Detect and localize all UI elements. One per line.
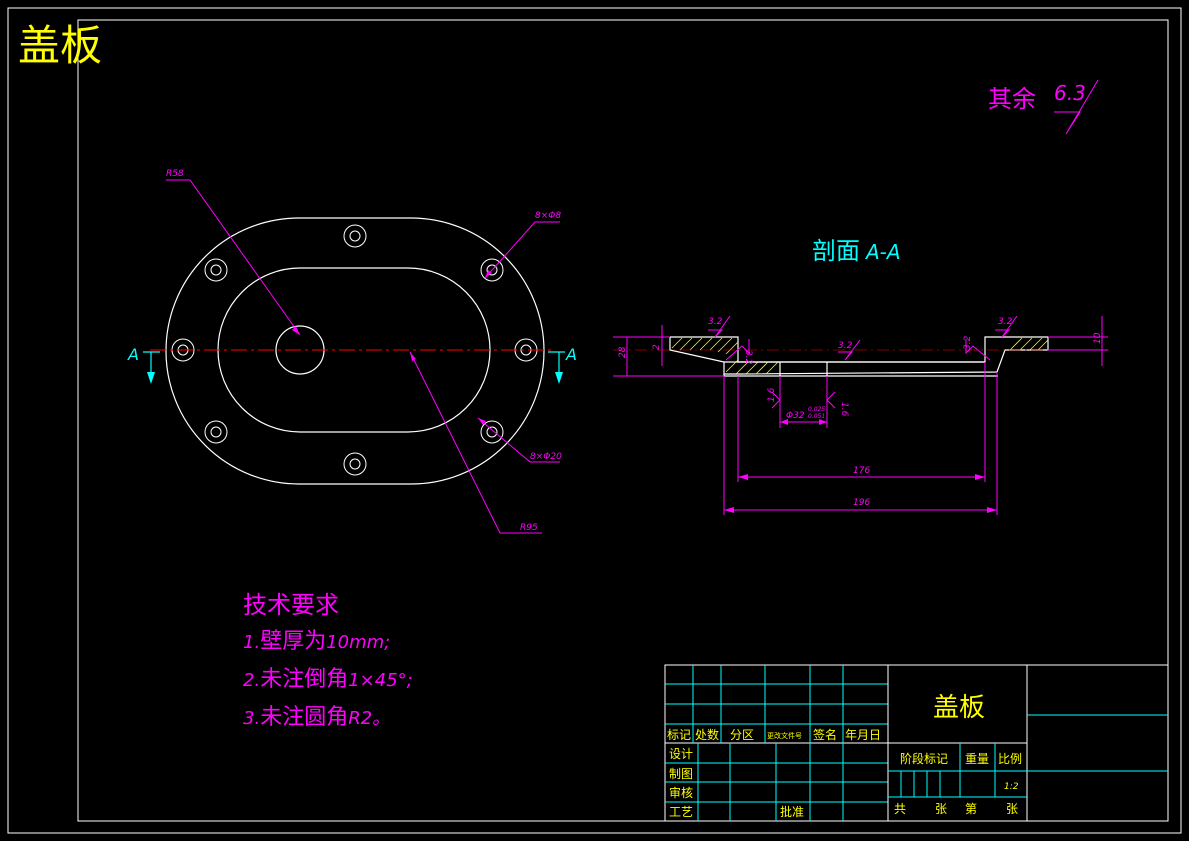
roughness-1: 3.2 (708, 317, 723, 327)
sheets-label: 张 (935, 802, 947, 816)
section-mark-left: A (127, 345, 139, 364)
row-review: 审核 (669, 785, 693, 800)
row-design: 设计 (669, 747, 693, 761)
row-approve: 批准 (780, 804, 804, 819)
title-block-grid (664, 664, 1169, 822)
hdr-col-2: 处数 (695, 727, 719, 742)
roughness-5: 3.2 (963, 335, 973, 350)
roughness-2: 3.2 (998, 317, 1013, 327)
title-block-right: 阶段标记 重量 比例 1:2 共 张 第 张 (894, 751, 1022, 816)
holes-small-label: 8×Φ8 (535, 211, 561, 221)
plan-view: R58 8×Φ8 8×Φ20 R95 A A (127, 169, 577, 534)
dim-196-lines (723, 372, 998, 515)
dim-196: 196 (853, 498, 870, 508)
tech-requirements: 技术要求 1.壁厚为10mm; 2.未注倒角1×45°; 3.未注圆角R2。 (243, 591, 413, 730)
surface-finish-prefix: 其余 (988, 85, 1036, 113)
roughness-4: 3.2 (743, 350, 753, 365)
scale-value: 1:2 (1004, 782, 1019, 792)
tech-req-heading: 技术要求 (243, 591, 339, 619)
hdr-col-1: 标记 (667, 728, 691, 742)
title-block: 盖板 标记 处数 分区 更改文件号 签名 年月日 设计 制图 审核 工艺 批准 … (664, 664, 1169, 822)
dim-bore-dia: Φ32 (786, 411, 805, 421)
section-title-cn: 剖面 (812, 237, 860, 265)
roughness-3: 3.2 (838, 341, 853, 351)
tech-req-item-3: 3.未注圆角R2。 (243, 705, 390, 730)
dim-bore-tol-lower: 0.051 (808, 413, 825, 420)
hdr-col-5: 签名 (813, 727, 837, 742)
section-title-ref: A-A (864, 240, 901, 264)
r95-leader (409, 351, 542, 534)
roughness-symbol (1054, 79, 1099, 135)
tech-req-item-2: 2.未注倒角1×45°; (243, 667, 413, 692)
weight-label: 重量 (965, 752, 989, 766)
surface-finish-value: 6.3 (1054, 81, 1086, 105)
sheet-no-label: 第 (965, 802, 977, 816)
roughness-bore-right: 1.6 (839, 402, 849, 417)
holes-large-leader (477, 417, 560, 463)
dim-height-28: 28 (618, 346, 628, 358)
dim-176-lines (737, 362, 986, 482)
outer-frame (7, 7, 1182, 834)
hdr-col-6: 年月日 (845, 728, 881, 742)
tech-req-item-1: 1.壁厚为10mm; (243, 629, 390, 654)
section-view: 剖面 A-A (613, 237, 1110, 515)
hdr-col-4: 更改文件号 (767, 731, 802, 740)
section-mark-right: A (565, 345, 577, 364)
r58-label: R58 (166, 169, 184, 179)
left-height-dims (613, 325, 724, 377)
dim-height-10: 10 (1093, 332, 1103, 344)
section-hatch (671, 337, 1049, 375)
sheet-title: 盖板 (18, 21, 102, 70)
right-height-dims (1048, 316, 1108, 366)
surface-finish-note: 其余 6.3 (988, 79, 1099, 135)
scale-label: 比例 (998, 752, 1022, 766)
dim-height-2: 2 (652, 344, 662, 350)
hdr-col-3: 分区 (730, 728, 754, 742)
title-block-rows: 设计 制图 审核 工艺 批准 (669, 747, 804, 819)
row-process: 工艺 (669, 805, 693, 819)
row-draft: 制图 (669, 767, 693, 781)
r95-label: R95 (520, 523, 538, 533)
holes-small-leader (484, 221, 560, 279)
total-label: 共 (894, 802, 906, 816)
title-block-header: 标记 处数 分区 更改文件号 签名 年月日 (667, 727, 881, 742)
outer-contour (165, 217, 545, 485)
r58-leader (166, 179, 301, 336)
section-arrow-left (147, 372, 155, 384)
stage-mark-label: 阶段标记 (900, 751, 948, 766)
dim-bore-tol-upper: 0.025 (808, 406, 825, 413)
title-block-part-name: 盖板 (933, 693, 985, 723)
inner-frame (77, 19, 1169, 822)
roughness-marks (708, 315, 1018, 361)
roughness-bore-left: 1.6 (767, 387, 777, 402)
holes-large-label: 8×Φ20 (530, 452, 562, 462)
section-arrow-right (555, 372, 563, 384)
sheets2-label: 张 (1006, 802, 1018, 816)
dim-176: 176 (853, 466, 870, 476)
